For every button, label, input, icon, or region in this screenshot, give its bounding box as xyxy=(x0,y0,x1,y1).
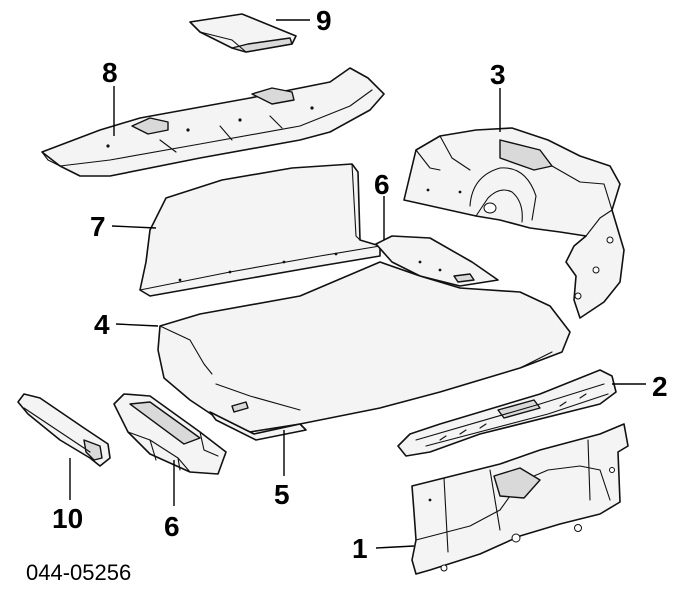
part-2-step-plate xyxy=(397,369,617,457)
callout-8: 8 xyxy=(102,57,118,88)
callout-6-upper: 6 xyxy=(374,169,390,200)
diagram-code: 044-05256 xyxy=(26,560,131,585)
callout-6-lower: 6 xyxy=(164,511,180,542)
part-8-package-tray xyxy=(41,67,385,177)
part-9-cover xyxy=(189,13,297,53)
part-3-wheelhouse-trim xyxy=(403,127,625,319)
callout-2: 2 xyxy=(652,371,668,402)
part-6-storage-tray-lower xyxy=(113,393,227,475)
callout-9: 9 xyxy=(316,5,332,36)
leader-7 xyxy=(111,225,157,229)
part-5-floor-mat-front xyxy=(209,401,307,441)
callout-4: 4 xyxy=(94,309,110,340)
part-7-trim-panel xyxy=(139,163,381,297)
part-10-side-cover xyxy=(17,393,111,467)
part-1-rear-panel xyxy=(411,423,629,575)
callout-1: 1 xyxy=(352,533,368,564)
part-4-floor-mat xyxy=(157,261,571,433)
leader-lines xyxy=(69,19,646,549)
callout-10: 10 xyxy=(52,503,83,534)
callout-7: 7 xyxy=(90,211,106,242)
callout-5: 5 xyxy=(274,479,290,510)
leader-1 xyxy=(375,545,415,549)
callout-3: 3 xyxy=(490,59,506,90)
leader-4 xyxy=(115,323,159,327)
part-6-floor-mat-upper xyxy=(375,235,499,287)
